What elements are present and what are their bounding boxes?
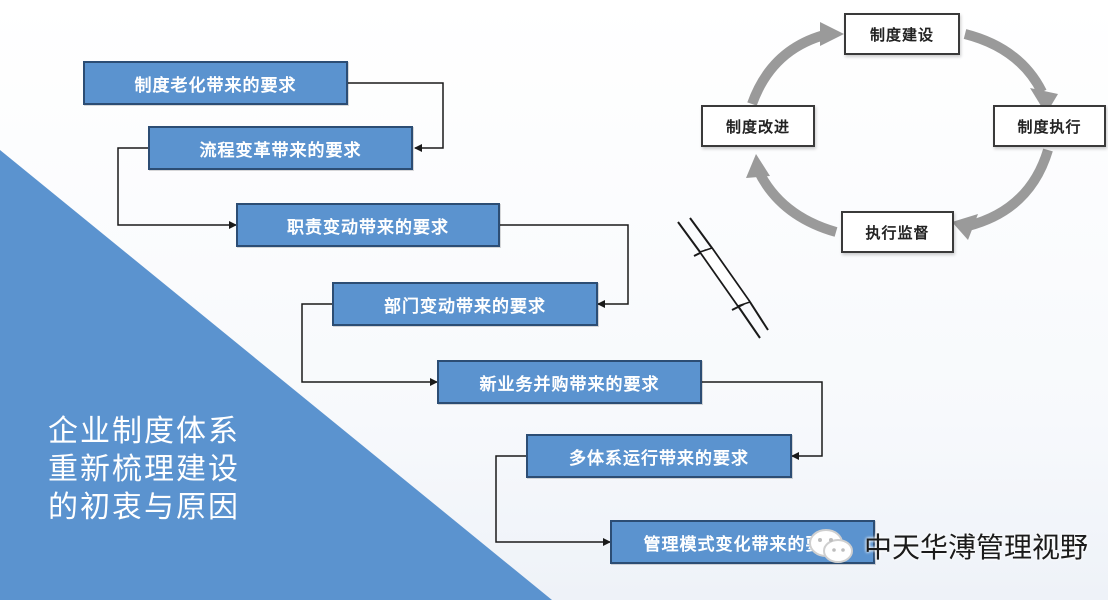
cycle-node-bottom: 执行监督 (841, 211, 954, 253)
requirement-box-3: 职责变动带来的要求 (236, 203, 500, 247)
requirement-label-4: 部门变动带来的要求 (384, 296, 546, 317)
cycle-node-right-label: 制度执行 (1017, 117, 1082, 136)
arrow-head-bottom-left (746, 154, 770, 178)
side-title-line-1: 企业制度体系 (48, 414, 240, 449)
side-title: 企业制度体系 重新梳理建设 的初衷与原因 (48, 413, 288, 527)
requirement-label-1: 制度老化带来的要求 (134, 75, 297, 96)
connector-4-5 (301, 303, 438, 386)
side-title-line-2: 重新梳理建设 (48, 452, 240, 487)
watermark-text: 中天华溥管理视野 (864, 531, 1089, 564)
requirement-label-6: 多体系运行带来的要求 (569, 448, 749, 469)
cycle-node-top-label: 制度建设 (869, 25, 934, 44)
arrow-head-top-right (1030, 88, 1058, 114)
requirement-box-2: 流程变革带来的要求 (148, 126, 413, 170)
connector-6-7 (495, 455, 611, 546)
connector-1-2 (348, 82, 444, 152)
cycle-node-bottom-label: 执行监督 (865, 223, 930, 242)
arrow-head-left-top (820, 22, 844, 46)
connector-2-3 (117, 147, 237, 229)
requirement-label-5: 新业务并购带来的要求 (479, 374, 660, 395)
cycle-node-left: 制度改进 (701, 105, 815, 147)
cycle-node-left-label: 制度改进 (725, 117, 790, 136)
link-connector-icon (677, 217, 769, 339)
cycle-node-right: 制度执行 (993, 105, 1106, 147)
cycle-node-top: 制度建设 (844, 13, 960, 55)
requirement-box-4: 部门变动带来的要求 (332, 282, 598, 326)
requirement-label-2: 流程变革带来的要求 (199, 140, 362, 161)
wechat-icon (809, 529, 853, 563)
connector-5-6 (702, 381, 823, 460)
requirement-label-7: 管理模式变化带来的要求 (643, 534, 842, 555)
arrow-head-right-bottom (952, 214, 978, 240)
side-title-line-3: 的初衷与原因 (48, 490, 240, 525)
requirement-label-3: 职责变动带来的要求 (287, 217, 449, 238)
requirement-box-1: 制度老化带来的要求 (83, 61, 348, 105)
requirement-box-5: 新业务并购带来的要求 (437, 360, 702, 404)
connector-3-4 (500, 224, 629, 308)
watermark: 中天华溥管理视野 (806, 524, 1088, 568)
requirement-box-6: 多体系运行带来的要求 (526, 434, 792, 478)
